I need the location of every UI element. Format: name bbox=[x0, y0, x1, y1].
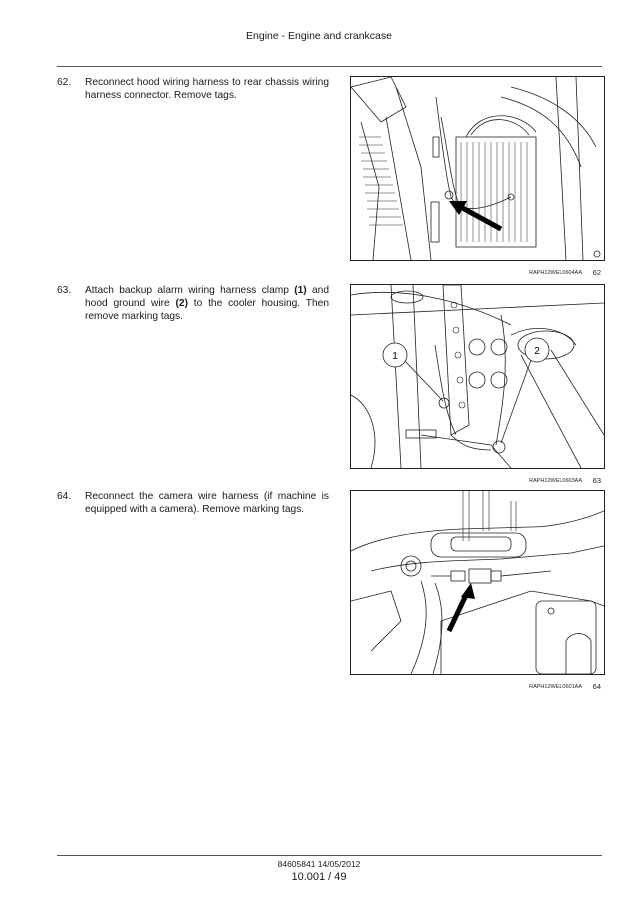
figure-64-illustration bbox=[350, 490, 605, 675]
arrow-icon bbox=[446, 583, 475, 633]
step-text: Attach backup alarm wiring harness clamp… bbox=[85, 285, 329, 322]
figure-62-illustration bbox=[350, 76, 605, 261]
step-number: 62. bbox=[57, 77, 72, 88]
arrow-icon bbox=[449, 201, 503, 232]
svg-text:2: 2 bbox=[534, 346, 540, 357]
step-63: 63. Attach backup alarm wiring harness c… bbox=[57, 284, 329, 323]
footer-document-id: 84605841 14/05/2012 bbox=[277, 859, 361, 869]
svg-text:1: 1 bbox=[392, 351, 398, 362]
step-64: 64. Reconnect the camera wire harness (i… bbox=[57, 490, 329, 516]
callout-1: 1 bbox=[382, 342, 444, 402]
engine-harness-drawing bbox=[351, 77, 601, 260]
figure-63-code: RAPH12WEL0603AA bbox=[529, 478, 582, 484]
figure-62-number: 62 bbox=[592, 268, 601, 277]
page-header-title: Engine - Engine and crankcase bbox=[246, 30, 392, 42]
footer-rule bbox=[57, 855, 602, 856]
cooler-housing-drawing: 1 2 bbox=[351, 285, 604, 468]
footer-page-number: 10.001 / 49 bbox=[291, 871, 347, 883]
step-text: Reconnect hood wiring harness to rear ch… bbox=[85, 77, 329, 101]
step-number: 63. bbox=[57, 285, 72, 296]
callout-2: 2 bbox=[500, 337, 550, 444]
step-62: 62. Reconnect hood wiring harness to rea… bbox=[57, 76, 329, 102]
figure-63-illustration: 1 2 bbox=[350, 284, 605, 469]
step-number: 64. bbox=[57, 491, 72, 502]
camera-harness-drawing bbox=[351, 491, 604, 674]
figure-64-code: RAPH12WEL0601AA bbox=[529, 684, 582, 690]
header-rule bbox=[57, 66, 602, 67]
step-text: Reconnect the camera wire harness (if ma… bbox=[85, 491, 329, 515]
figure-63-number: 63 bbox=[592, 476, 601, 485]
figure-62-code: RAPH12WEL0604AA bbox=[529, 270, 582, 276]
figure-64-number: 64 bbox=[592, 682, 601, 691]
